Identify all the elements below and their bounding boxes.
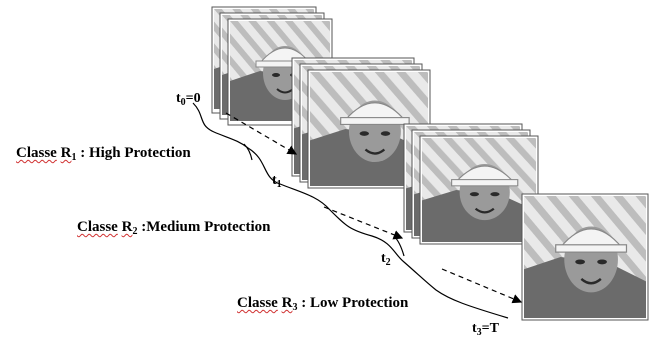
time-label-t3: t3=T	[472, 321, 499, 338]
brace-tick-1	[243, 143, 253, 161]
dashed-arrow-1	[225, 112, 298, 155]
time-label-t2: t2	[381, 251, 391, 268]
time-label-t1: t1	[272, 173, 282, 190]
class-label-r2: Classe R2 :Medium Protection	[77, 219, 271, 237]
class-label-r3: Classe R3 : Low Protection	[237, 295, 409, 313]
dashed-arrow-2	[323, 206, 404, 240]
dashed-arrow-3	[441, 268, 523, 304]
frame-stack-3	[403, 123, 539, 245]
timeline-curve	[192, 102, 509, 319]
class-label-r1: Classe R1 : High Protection	[16, 145, 191, 163]
frame-4	[521, 193, 649, 321]
time-label-t0: t0=0	[176, 91, 201, 108]
